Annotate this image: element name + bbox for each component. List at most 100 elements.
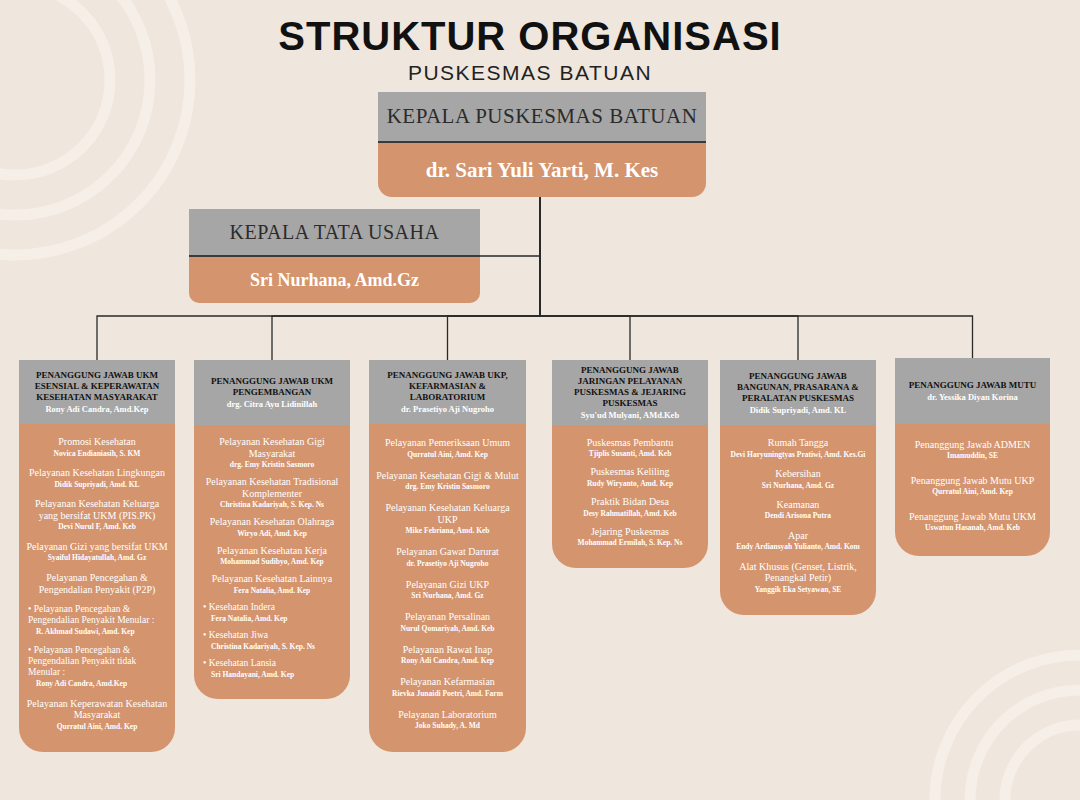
- person-name: Didik Supriyadi, Amd. KL: [750, 405, 847, 415]
- service-title: Pelayanan Kefarmasian: [376, 676, 519, 688]
- column-body: Pelayanan Pemeriksaan UmumQurratul Aini,…: [369, 424, 526, 752]
- person-name: Christina Kadariyah, S. Kep. Ns: [201, 500, 343, 510]
- item-group: Puskesmas KelilingRudy Wiryanto, Amd. Ke…: [559, 466, 701, 489]
- name-band: dr. Sari Yuli Yarti, M. Kes: [378, 143, 706, 197]
- service-title: Pelayanan Keperawatan Kesehatan Masyarak…: [26, 698, 168, 721]
- service-title: Puskesmas Pembantu: [559, 437, 701, 449]
- service-title: Pelayanan Kesehatan Olahraga: [201, 516, 343, 528]
- item-group: Pelayanan Kesehatan Keluarga UKPMike Feb…: [376, 502, 519, 536]
- box-title: KEPALA TATA USAHA: [230, 220, 440, 245]
- item-group: • Pelayanan Pencegahan & Pengendalian Pe…: [26, 604, 168, 637]
- service-title: Pelayanan Kesehatan Lingkungan: [26, 467, 168, 479]
- item-group: • Kesehatan InderaFera Natalia, Amd. Kep: [201, 602, 343, 624]
- item-group: Penanggung Jawab ADMENImamuddin, SE: [902, 439, 1043, 462]
- unit-column: PENANGGUNG JAWAB UKM PENGEMBANGANdrg. Ci…: [194, 360, 350, 699]
- person-name: Rievka Junaidi Poetri, Amd. Farm: [376, 689, 519, 699]
- item-group: Pelayanan Kesehatan OlahragaWiryo Adi, A…: [201, 516, 343, 539]
- subtitle-label: PUSKESMAS BATUAN: [0, 60, 1070, 86]
- header-band: KEPALA TATA USAHA: [189, 209, 480, 257]
- person-name: drg. Emy Kristin Sasmoro: [201, 460, 343, 470]
- person-name: Wiryo Adi, Amd. Kep: [201, 529, 343, 539]
- column-header: PENANGGUNG JAWAB BANGUNAN, PRASARANA & P…: [720, 360, 876, 425]
- item-group: Pelayanan Kesehatan Gigi & Mulutdrg. Emy…: [376, 470, 519, 493]
- service-title: Kebersihan: [727, 468, 869, 480]
- service-title: Pelayanan Kesehatan Keluarga yang bersif…: [26, 498, 168, 521]
- person-name: dr. Prasetiyo Aji Nugroho: [376, 559, 519, 569]
- sub-service-title: • Kesehatan Lansia: [201, 658, 343, 669]
- item-group: AparEndy Ardiansyah Yulianto, Amd. Kom: [727, 530, 869, 553]
- column-title: PENANGGUNG JAWAB JARINGAN PELAYANAN PUSK…: [557, 365, 703, 409]
- service-title: Pelayanan Rawat Inap: [376, 644, 519, 656]
- service-title: Penanggung Jawab Mutu UKP: [902, 475, 1043, 487]
- person-name: Syaiful Hidayatullah, Amd. Gz: [26, 553, 168, 563]
- person-name: Uswatun Hasanah, Amd. Keb: [902, 523, 1043, 533]
- unit-column: PENANGGUNG JAWAB UKP, KEFARMASIAN & LABO…: [369, 360, 526, 752]
- unit-column: PENANGGUNG JAWAB UKM ESENSIAL & KEPERAWA…: [19, 360, 175, 752]
- person-name: Desy Rahmatillah, Amd. Keb: [559, 509, 701, 519]
- item-group: Puskesmas PembantuTjiplis Susanti, Amd. …: [559, 437, 701, 460]
- person-name: Novica Endianiasih, S. KM: [26, 449, 168, 459]
- person-name: Sri Nurhana, Amd. Gz: [376, 591, 519, 601]
- service-title: Pelayanan Gizi yang bersifat UKM: [26, 541, 168, 553]
- service-title: Pelayanan Gawat Darurat: [376, 546, 519, 558]
- person-name: Imamuddin, SE: [902, 451, 1043, 461]
- item-group: • Kesehatan JiwaChristina Kadariyah, S. …: [201, 630, 343, 652]
- person-name: Christina Kadariyah, S. Kep. Ns: [201, 642, 343, 652]
- person-name: Rony Adi Candra, Amd.Kep: [45, 404, 148, 414]
- unit-column: PENANGGUNG JAWAB JARINGAN PELAYANAN PUSK…: [552, 360, 708, 568]
- person-name: Yanggik Eka Setyawan, SE: [727, 585, 869, 595]
- item-group: Pelayanan Rawat InapRony Adi Candra, Amd…: [376, 644, 519, 667]
- item-group: Rumah TanggaDevi Haryuningtyas Pratiwi, …: [727, 437, 869, 460]
- service-title: Keamanan: [727, 499, 869, 511]
- item-group: Penanggung Jawab Mutu UKPQurratul Aini, …: [902, 475, 1043, 498]
- org-connector: [448, 197, 541, 360]
- person-name: Devi Haryuningtyas Pratiwi, Amd. Kes.Gi: [727, 450, 869, 460]
- org-connector: [540, 197, 798, 360]
- sub-service-title: • Kesehatan Indera: [201, 602, 343, 613]
- column-body: Penanggung Jawab ADMENImamuddin, SEPenan…: [895, 424, 1050, 556]
- person-name: Tjiplis Susanti, Amd. Keb: [559, 449, 701, 459]
- service-title: Penanggung Jawab ADMEN: [902, 439, 1043, 451]
- service-title: Pelayanan Kesehatan Kerja: [201, 545, 343, 557]
- column-header: PENANGGUNG JAWAB MUTUdr. Yessika Diyan K…: [895, 358, 1050, 424]
- box-title: KEPALA PUSKESMAS BATUAN: [387, 104, 698, 129]
- person-name: Sri Nurhana, Amd.Gz: [250, 268, 419, 293]
- service-title: Pelayanan Kesehatan Keluarga UKP: [376, 502, 519, 525]
- item-group: KebersihanSri Nurhana, Amd. Gz: [727, 468, 869, 491]
- org-connector: [480, 197, 540, 256]
- person-name: dr. Yessika Diyan Korina: [927, 392, 1018, 402]
- item-group: Pelayanan Keperawatan Kesehatan Masyarak…: [26, 698, 168, 732]
- person-name: Endy Ardiansyah Yulianto, Amd. Kom: [727, 542, 869, 552]
- item-group: • Kesehatan LansiaSri Handayani, Amd. Ke…: [201, 658, 343, 680]
- item-group: Pelayanan KefarmasianRievka Junaidi Poet…: [376, 676, 519, 699]
- item-group: Pelayanan Kesehatan LainnyaFera Natalia,…: [201, 573, 343, 596]
- decor-arc: [0, 0, 150, 215]
- person-name: Mohammad Sudibyo, Amd. Kep: [201, 557, 343, 567]
- item-group: Pelayanan Kesehatan LingkunganDidik Supr…: [26, 467, 168, 490]
- column-title: PENANGGUNG JAWAB UKM PENGEMBANGAN: [199, 376, 345, 398]
- column-title: PENANGGUNG JAWAB UKP, KEFARMASIAN & LABO…: [374, 370, 521, 403]
- sub-service-title: • Kesehatan Jiwa: [201, 630, 343, 641]
- item-group: Pelayanan Kesehatan Gigi Masyarakatdrg. …: [201, 436, 343, 470]
- item-group: Pelayanan Gizi UKPSri Nurhana, Amd. Gz: [376, 579, 519, 602]
- person-name: dr. Sari Yuli Yarti, M. Kes: [426, 158, 659, 183]
- item-group: Pelayanan Pencegahan & Pengendalian Peny…: [26, 572, 168, 595]
- service-title: Pelayanan Kesehatan Gigi Masyarakat: [201, 436, 343, 459]
- item-group: Pelayanan Gizi yang bersifat UKMSyaiful …: [26, 541, 168, 564]
- column-header: PENANGGUNG JAWAB UKM PENGEMBANGANdrg. Ci…: [194, 360, 350, 425]
- service-title: Apar: [727, 530, 869, 542]
- decor-arc: [0, 0, 110, 175]
- column-title: PENANGGUNG JAWAB BANGUNAN, PRASARANA & P…: [725, 371, 871, 404]
- item-group: Pelayanan Kesehatan Tradisional Kompleme…: [201, 476, 343, 510]
- person-name: Qurratul Aini, Amd. Kep: [26, 722, 168, 732]
- service-title: Pelayanan Laboratorium: [376, 709, 519, 721]
- sub-service-title: • Pelayanan Pencegahan & Pengendalian Pe…: [26, 604, 168, 626]
- item-group: Alat Khusus (Genset, Listrik, Penangkal …: [727, 561, 869, 595]
- item-group: Pelayanan Pemeriksaan UmumQurratul Aini,…: [376, 437, 519, 460]
- service-title: Pelayanan Kesehatan Tradisional Kompleme…: [201, 476, 343, 499]
- decor-arc: [935, 655, 1080, 800]
- item-group: KeamananDendi Arisona Putra: [727, 499, 869, 522]
- head-box: KEPALA TATA USAHA Sri Nurhana, Amd.Gz: [189, 209, 480, 303]
